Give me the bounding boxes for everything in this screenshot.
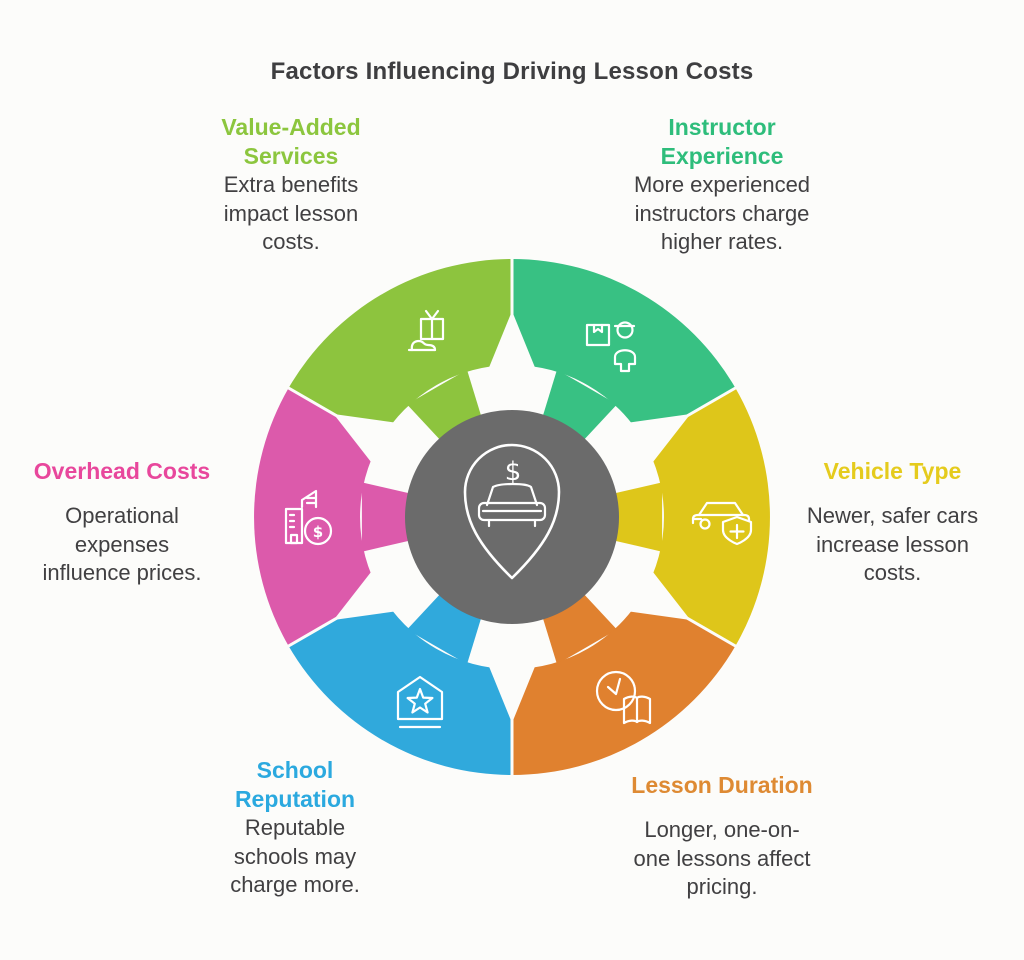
segment-lesson-duration [512, 593, 736, 775]
factor-block-instructor-experience: Instructor Experience More experienced i… [597, 113, 847, 257]
car-shield-icon [691, 501, 753, 546]
factor-description: Newer, safer cars increase lesson costs. [806, 503, 979, 585]
segment-notch [628, 570, 691, 620]
factor-description: Longer, one-on-one lessons affect pricin… [633, 817, 811, 899]
segment-notch [628, 414, 691, 464]
factor-title: Lesson Duration [631, 772, 813, 798]
factor-description: Reputable schools may charge more. [230, 815, 360, 897]
segment-school-reputation [288, 593, 512, 775]
segment-tooth-overhead-costs [361, 482, 415, 552]
factor-title: Overhead Costs [33, 458, 211, 484]
segment-notch [333, 570, 396, 620]
segment-vehicle-type [643, 388, 770, 646]
factor-description: Operational expenses influence prices. [42, 503, 202, 585]
segment-notch [488, 311, 536, 369]
segment-notch [333, 414, 396, 464]
factor-description: More experienced instructors charge high… [633, 172, 811, 254]
svg-text:$: $ [505, 457, 522, 487]
factor-title: Vehicle Type [823, 458, 962, 484]
instructor-package-icon [585, 321, 637, 373]
factor-block-value-added-services: Value-Added Services Extra benefits impa… [166, 113, 416, 257]
factor-title: Instructor Experience [660, 114, 784, 169]
factor-description: Extra benefits impact lesson costs. [223, 172, 359, 254]
segment-tooth-vehicle-type [609, 482, 663, 552]
car-price-pin-icon: $ [463, 443, 561, 580]
factor-block-overhead-costs: Overhead Costs Operational expenses infl… [2, 457, 242, 588]
segment-notch [488, 665, 536, 723]
factor-block-vehicle-type: Vehicle Type Newer, safer cars increase … [770, 457, 1015, 588]
clock-book-icon [595, 670, 652, 725]
page-title: Factors Influencing Driving Lesson Costs [270, 58, 754, 85]
house-star-icon [396, 675, 444, 729]
building-coin-icon: $ [284, 489, 333, 546]
factor-title: Value-Added Services [221, 114, 361, 169]
svg-text:$: $ [313, 523, 323, 541]
segment-value-added-services [288, 259, 512, 441]
factor-block-lesson-duration: Lesson Duration Longer, one-on-one lesso… [592, 771, 852, 902]
center-hub [405, 410, 619, 624]
gift-hand-icon [407, 309, 445, 352]
factor-title: School Reputation [234, 757, 356, 812]
factor-block-school-reputation: School Reputation Reputable schools may … [182, 756, 408, 900]
